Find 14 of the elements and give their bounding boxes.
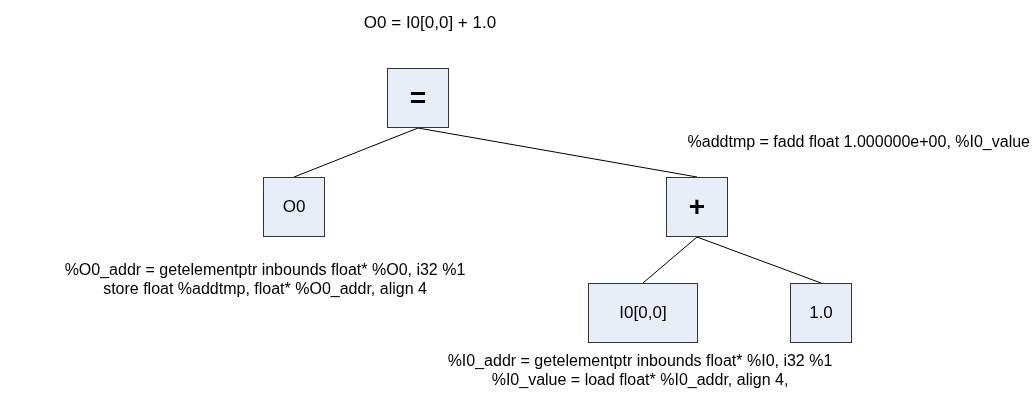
connector-line <box>696 236 822 284</box>
tree-node-box: 1.0 <box>790 283 852 343</box>
code-annotation: %I0_addr = getelementptr inbounds float* %I0, i32 %1 <box>446 351 834 370</box>
connector-line <box>293 127 419 178</box>
code-annotation: %O0_addr = getelementptr inbounds float* %O0, i32 %1 <box>63 260 467 279</box>
diagram-title: O0 = I0[0,0] + 1.0 <box>362 12 498 34</box>
tree-node-box: O0 <box>263 177 325 237</box>
code-annotation: %I0_value = load float* %I0_addr, align 4, <box>490 370 790 389</box>
tree-node-box: I0[0,0] <box>588 283 698 343</box>
code-annotation: %addtmp = fadd float 1.000000e+00, %I0_value <box>686 132 1030 151</box>
tree-node-box: = <box>387 68 449 128</box>
tree-node-box: + <box>666 177 728 237</box>
connector-line <box>642 236 698 284</box>
code-annotation: store float %addtmp, float* %O0_addr, align 4 <box>102 279 428 298</box>
